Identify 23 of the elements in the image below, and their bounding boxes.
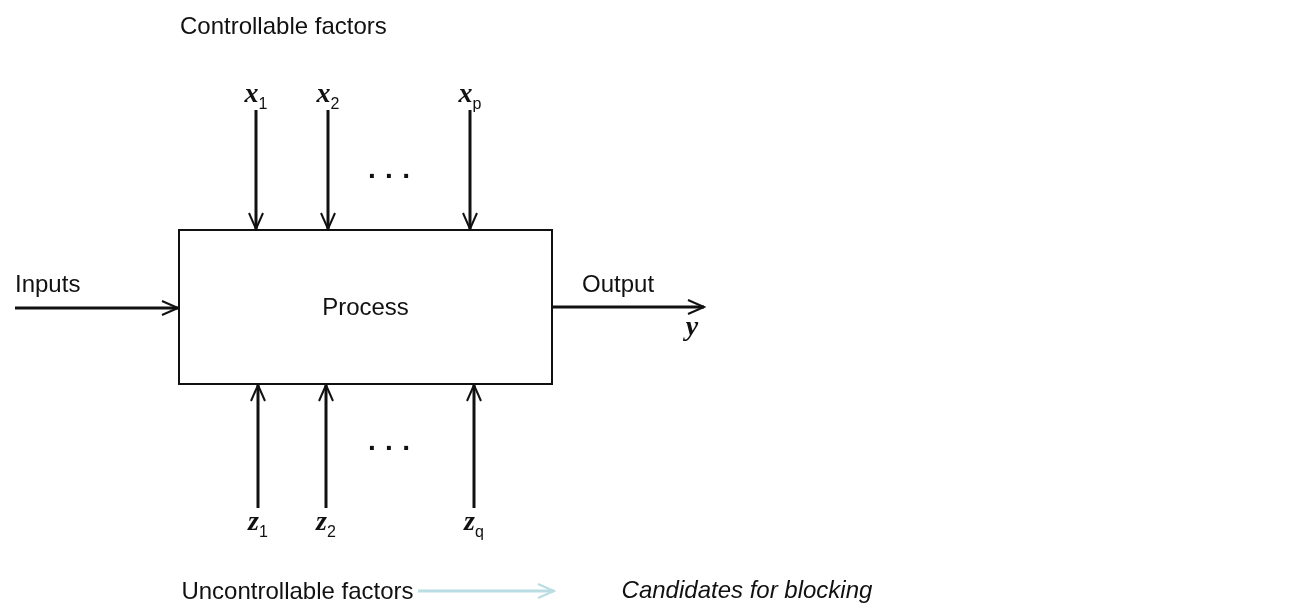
ellipsis: · · · [368,160,412,192]
variable-label: z$_{1}$ [240,508,276,538]
edge-label: Inputs [15,270,81,298]
arrow [466,384,482,508]
edge-label: Output [582,270,655,298]
arrow [248,110,264,230]
arrow [462,110,478,230]
arrow [15,300,179,316]
ellipsis: · · · [368,432,412,464]
variable-label: x$_{2}$ [310,80,346,110]
factor-label: Candidates for blocking [562,568,932,612]
variable-label: x$_{1}$ [238,80,274,110]
arrow [320,110,336,230]
arrow [418,583,555,599]
arrow [553,299,705,315]
variable-label: y [680,298,704,342]
factor-label: Controllable factors [180,12,387,40]
variable-label: z$_{q}$ [456,508,492,538]
variable-label: z$_{2}$ [308,508,344,538]
arrow [318,384,334,508]
arrow [250,384,266,508]
process-box: Process [178,229,553,385]
variable-label: x$_{p}$ [452,80,488,110]
